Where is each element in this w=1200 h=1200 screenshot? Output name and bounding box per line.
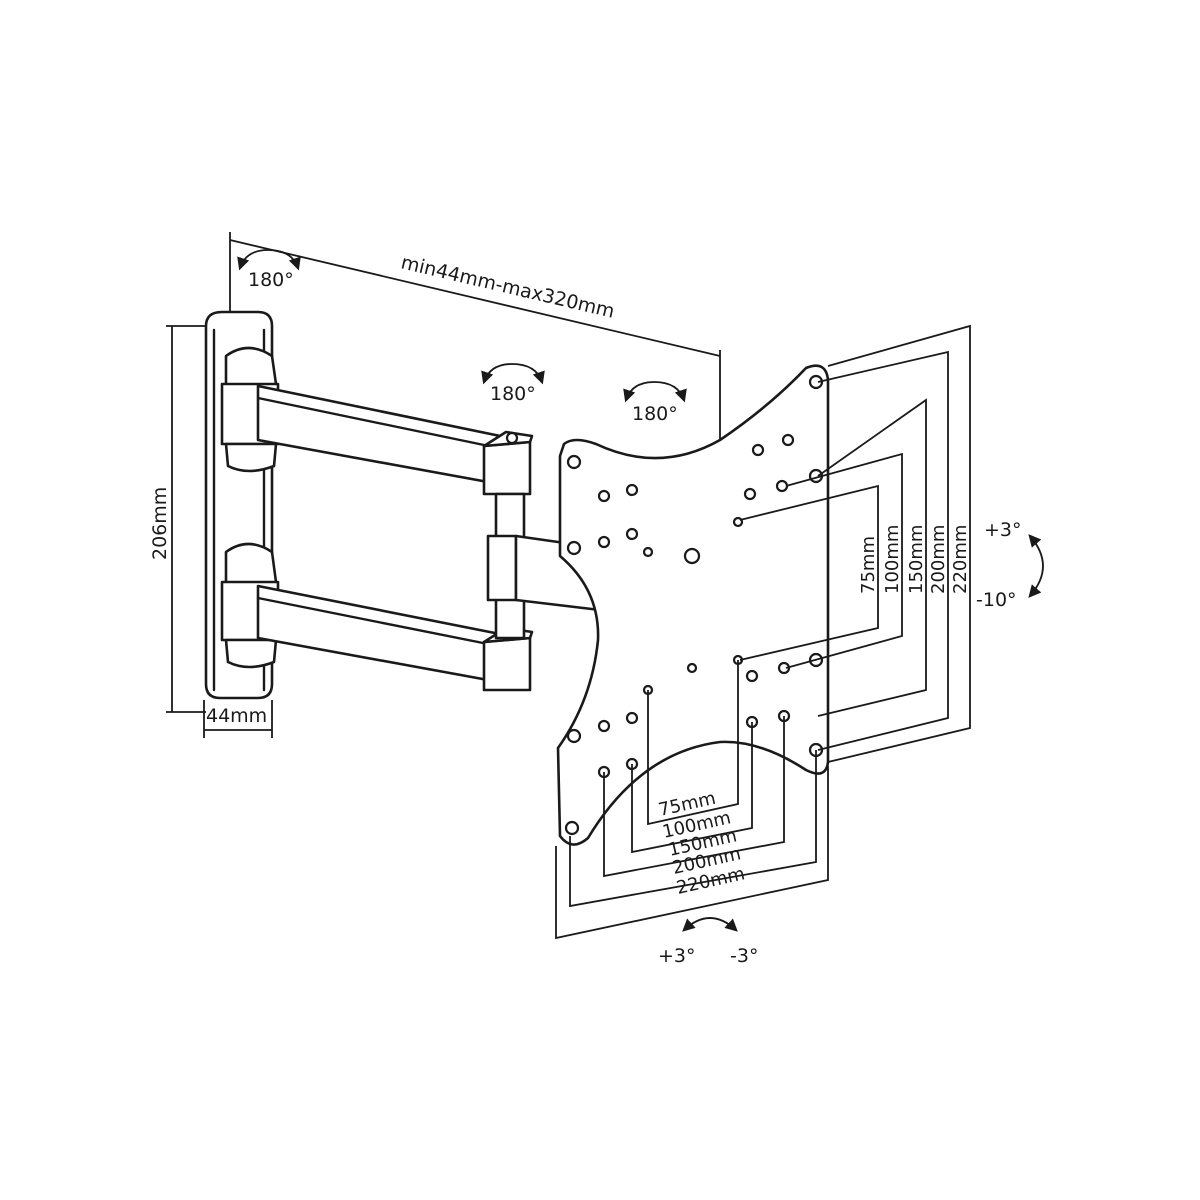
rotation-indicators	[237, 249, 1044, 932]
vesa-plate	[556, 364, 830, 846]
swivel-left-label: +3°	[658, 945, 696, 967]
swivel-right-label: -3°	[730, 945, 758, 967]
tilt-down-label: -10°	[976, 589, 1017, 611]
rotation-label-plate: 180°	[632, 403, 678, 425]
tilt-up-label: +3°	[984, 519, 1022, 541]
vertical-spacing-100mm: 100mm	[882, 525, 903, 594]
rotation-label-wall: 180°	[248, 269, 294, 291]
vertical-spacing-150mm: 150mm	[906, 525, 927, 594]
vertical-spacing-200mm: 200mm	[928, 525, 949, 594]
vertical-spacing-75mm: 75mm	[858, 536, 879, 594]
wall-depth-label: 44mm	[206, 705, 267, 727]
dimension-lines	[166, 232, 971, 940]
rotation-label-middle: 180°	[490, 383, 536, 405]
wall-height-label: 206mm	[149, 487, 171, 560]
upper-arm	[220, 346, 534, 496]
vertical-spacing-220mm: 220mm	[950, 525, 971, 594]
